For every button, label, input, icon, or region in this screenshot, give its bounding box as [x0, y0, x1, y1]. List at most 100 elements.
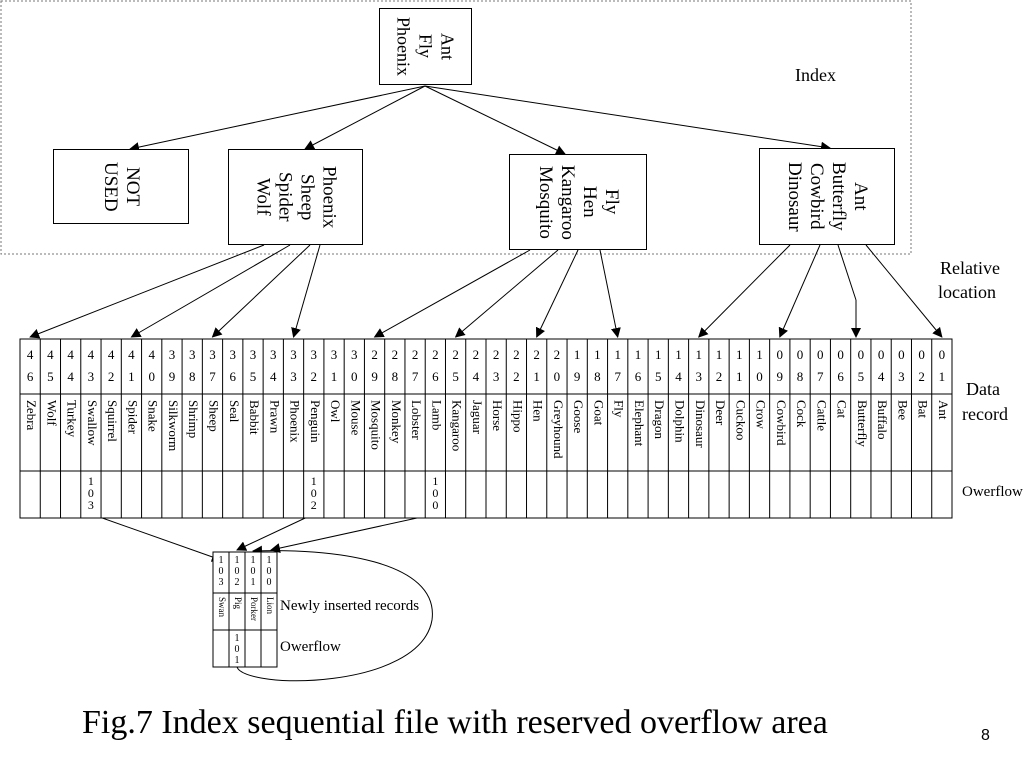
record-name: Dragon [652, 400, 667, 439]
relative-location-digit: 1 [736, 347, 743, 362]
relative-location-digit: 6 [635, 369, 642, 384]
overflow-label: Owerflow [962, 484, 1023, 500]
relative-location-digit: 7 [817, 369, 824, 384]
link-ant-to-cowbird [778, 244, 821, 338]
relative-location-digit: 5 [858, 369, 865, 384]
record-name: Shrimp [186, 400, 201, 438]
figure-caption: Fig.7 Index sequential file with reserve… [82, 704, 828, 741]
record-name: Seal [227, 400, 242, 423]
link-phoenix-to-spider [130, 244, 291, 338]
index-key: Spider [274, 172, 296, 222]
link-root-to-ant [424, 85, 831, 152]
index-key: Fly [601, 189, 622, 215]
relative-location-digit: 1 [594, 347, 601, 362]
record-name: Horse [490, 400, 505, 431]
relative-location-digit: 2 [108, 369, 115, 384]
relative-location-digit: 2 [493, 347, 500, 362]
relative-location-digit: 9 [169, 369, 176, 384]
index-key: Phoenix [318, 165, 340, 229]
record-name: Fly [612, 400, 627, 418]
record-name: Dinosaur [693, 400, 708, 448]
overflow-location-digit: 1 [235, 555, 240, 566]
relative-location-digit: 3 [311, 347, 318, 362]
relative-location-digit: 1 [716, 347, 723, 362]
record-name: Lobster [409, 400, 424, 440]
overflow-area-pointer-digit: 1 [235, 655, 240, 666]
record-name: Butterfly [855, 400, 870, 447]
overflow-record-name: Pig [233, 597, 243, 610]
overflow-location-digit: 1 [219, 555, 224, 566]
record-name: Cowbird [774, 400, 789, 446]
overflow-location-digit: 1 [251, 555, 256, 566]
record-name: Wolf [44, 400, 59, 426]
index-region [0, 0, 912, 255]
relative-location-digit: 8 [392, 369, 399, 384]
record-name: Buffalo [875, 400, 890, 439]
overflow-record-name: Swan [217, 597, 227, 617]
data-record-label-1: Data [966, 379, 1000, 399]
relative-location-digit: 8 [594, 369, 601, 384]
overflow-location-digit: 3 [219, 577, 224, 588]
overflow-location-digit: 0 [267, 566, 272, 577]
overflow-pointer-digit: 3 [88, 498, 94, 512]
record-name: Cock [794, 400, 809, 428]
relative-location-digit: 0 [939, 347, 946, 362]
record-name: Cuckoo [733, 400, 748, 440]
record-name: Sheep [206, 400, 221, 432]
relative-location-digit: 4 [67, 347, 74, 362]
relative-location-digit: 3 [229, 347, 236, 362]
relative-location-digit: 1 [331, 369, 338, 384]
link-pig-overflow-to-porker [236, 545, 433, 682]
page-number: 8 [981, 727, 990, 744]
index-key: Dinosaur [784, 161, 805, 232]
index-key: Ant [437, 32, 458, 60]
index-key: Cowbird [806, 163, 827, 230]
relative-location-digit: 2 [452, 347, 459, 362]
data-record-label-2: record [962, 404, 1008, 424]
relative-location-digit: 4 [67, 369, 74, 384]
relative-location-digit: 9 [574, 369, 581, 384]
relative-location-digit: 3 [88, 369, 95, 384]
relative-location-digit: 0 [918, 347, 925, 362]
index-key: NOT [122, 166, 143, 207]
relative-location-digit: 0 [837, 347, 844, 362]
link-swallow-to-swan [90, 513, 222, 562]
relative-location-digit: 1 [939, 369, 946, 384]
relative-location-digit: 5 [655, 369, 662, 384]
overflow-location-digit: 0 [219, 566, 224, 577]
relative-location-digit: 3 [209, 347, 216, 362]
overflow-pointer-digit: 2 [311, 498, 317, 512]
link-fly-to-hen [535, 249, 579, 338]
relative-location-digit: 2 [533, 347, 540, 362]
record-name: Owl [328, 400, 343, 423]
relative-location-digit: 1 [574, 347, 581, 362]
relative-location-digit: 3 [250, 347, 257, 362]
overflow-pointer-digit: 0 [432, 486, 438, 500]
relative-location-digit: 6 [837, 369, 844, 384]
record-name: Dolphin [672, 400, 687, 443]
